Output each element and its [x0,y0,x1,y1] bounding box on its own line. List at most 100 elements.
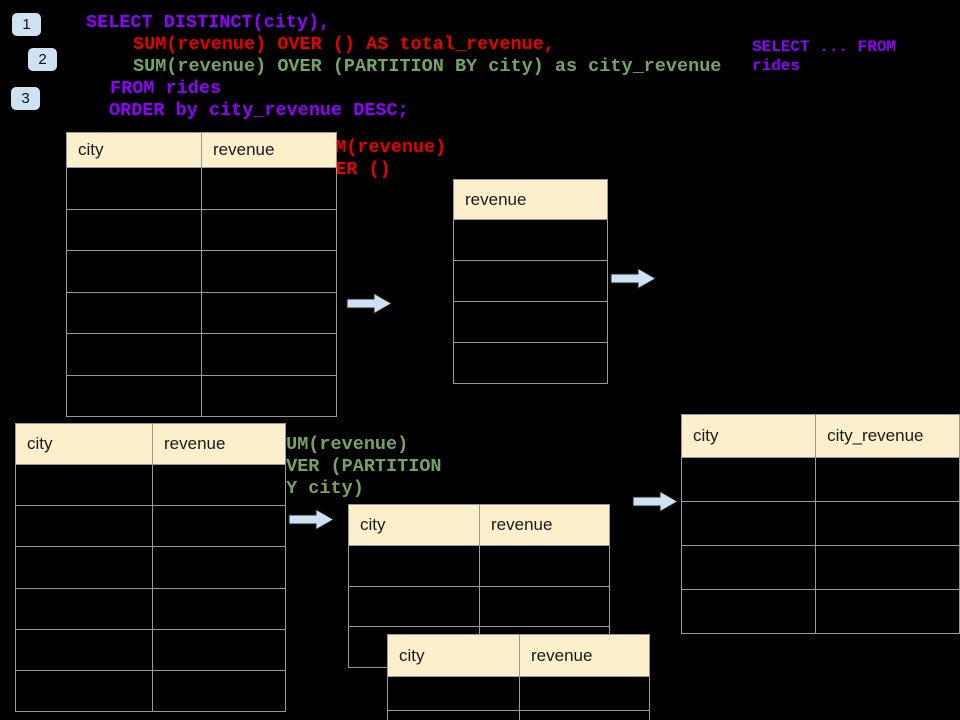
table-row [66,208,337,251]
sql-line-2: SUM(revenue) OVER () AS total_revenue, [133,34,555,55]
table-row [387,710,650,720]
step-badge-2: 2 [28,48,57,71]
table-cell [152,463,286,507]
table-cell [152,505,286,548]
sql-line-4: FROM rides [110,78,222,99]
table-cell [201,374,337,417]
table-cell [201,333,337,376]
table-cell [201,250,337,293]
table-row [15,669,286,713]
table-cell [815,589,960,634]
table-cell [152,587,286,630]
table-cell [680,589,817,634]
table-row [15,505,286,548]
column-header: city [348,504,480,546]
table-row [15,546,286,589]
table-cell [152,628,286,671]
column-header: city_revenue [815,414,960,458]
arrow-right-icon [288,508,335,531]
table-row [453,342,608,384]
table-cell [66,374,202,417]
table-cell [453,342,608,384]
arrow-2 [610,267,657,290]
table-cell [15,628,153,671]
column-header: city [66,132,202,168]
table-cell [66,250,202,293]
table-row [453,219,608,261]
table-cell [66,208,202,251]
table-row [453,301,608,343]
column-header: revenue [152,423,286,465]
column-header: revenue [453,179,608,220]
table-cell [519,710,650,720]
table-cell [66,167,202,210]
table-row [453,260,608,302]
column-header: revenue [201,132,337,168]
table-row [66,374,337,417]
table-row [680,589,960,634]
table-row [15,463,286,507]
total-revenue-table: revenue [453,179,608,384]
partition-label: SUM(revenue) OVER (PARTITION BY city) [275,434,442,499]
table-cell [15,587,153,630]
table-cell [479,585,610,628]
step-badge-1: 1 [12,13,41,36]
column-header: city [15,423,153,465]
table-row [66,250,337,293]
table-cell [66,291,202,334]
table-row [15,587,286,630]
sql-line-3: SUM(revenue) OVER (PARTITION BY city) as… [133,56,722,77]
arrow-right-icon [632,490,679,513]
header-row: revenue [453,179,608,220]
table-cell [201,167,337,210]
table-cell [15,546,153,589]
sql-line-1: SELECT DISTINCT(city), [86,12,331,33]
table-cell [680,501,817,546]
table-row [680,501,960,546]
table-cell [815,501,960,546]
table-cell [152,669,286,713]
table-cell [815,545,960,590]
column-header: revenue [479,504,610,546]
arrow-3 [288,508,335,531]
table-cell [815,457,960,502]
abbreviated-query-note: SELECT ... FROM rides [752,38,897,75]
sql-line-5: ORDER by city_revenue DESC; [109,100,409,121]
table-row [348,545,610,587]
table-cell [348,585,480,628]
column-header: city [680,414,817,458]
table-cell [680,457,817,502]
arrow-1 [346,292,393,315]
column-header: revenue [519,634,650,677]
table-row [66,333,337,376]
table-cell [453,219,608,261]
table-cell [15,463,153,507]
table-cell [680,545,817,590]
table-cell [201,291,337,334]
arrow-right-icon [610,267,657,290]
table-row [15,628,286,671]
table-row [348,585,610,628]
table-cell [201,208,337,251]
column-header: city [387,634,520,677]
table-row [66,291,337,334]
table-cell [348,545,480,587]
table-cell [453,301,608,343]
table-cell [66,333,202,376]
table-row [680,457,960,502]
table-cell [152,546,286,589]
table-cell [387,710,520,720]
table-cell [387,676,520,711]
table-cell [15,669,153,713]
table-cell [453,260,608,302]
table-cell [479,545,610,587]
